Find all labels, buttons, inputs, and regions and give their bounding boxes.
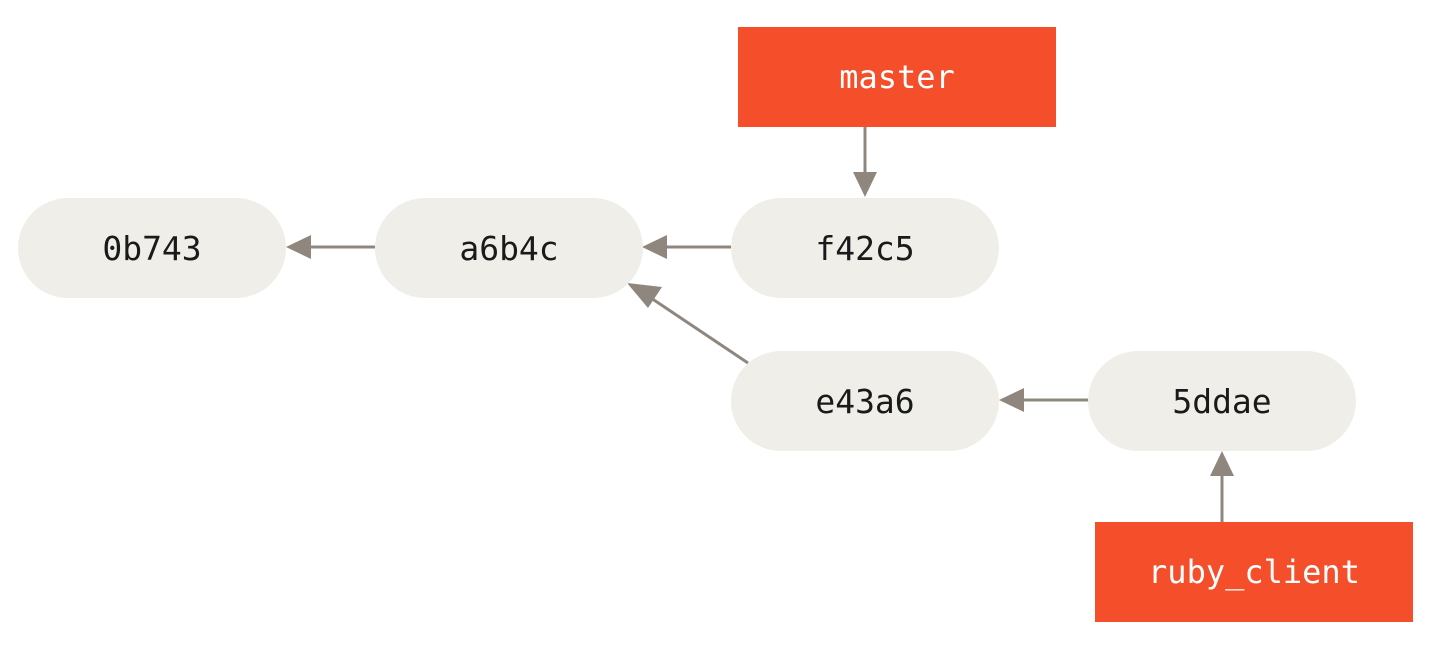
branch-label-ruby-client: ruby_client [1095, 522, 1413, 622]
commit-node-f42c5: f42c5 [731, 198, 999, 298]
commit-id: 5ddae [1172, 381, 1272, 421]
branch-name: ruby_client [1148, 553, 1360, 591]
commit-id: e43a6 [815, 381, 915, 421]
commit-id: f42c5 [815, 228, 915, 268]
commit-node-5ddae: 5ddae [1088, 351, 1356, 451]
edge-a6b4c-to-0b743 [286, 235, 375, 259]
commit-node-a6b4c: a6b4c [375, 198, 643, 298]
edge-e43a6-to-a6b4c [627, 283, 749, 365]
commit-node-e43a6: e43a6 [731, 351, 999, 451]
edge-5ddae-to-e43a6 [999, 388, 1088, 412]
edge-ruby-client-to-5ddae [1210, 451, 1234, 522]
commit-id: 0b743 [102, 228, 202, 268]
edge-f42c5-to-a6b4c [642, 235, 731, 259]
edge-master-to-f42c5 [853, 126, 877, 197]
commit-id: a6b4c [459, 228, 559, 268]
branch-label-master: master [738, 27, 1056, 127]
branch-name: master [839, 58, 955, 96]
commit-node-0b743: 0b743 [18, 198, 286, 298]
